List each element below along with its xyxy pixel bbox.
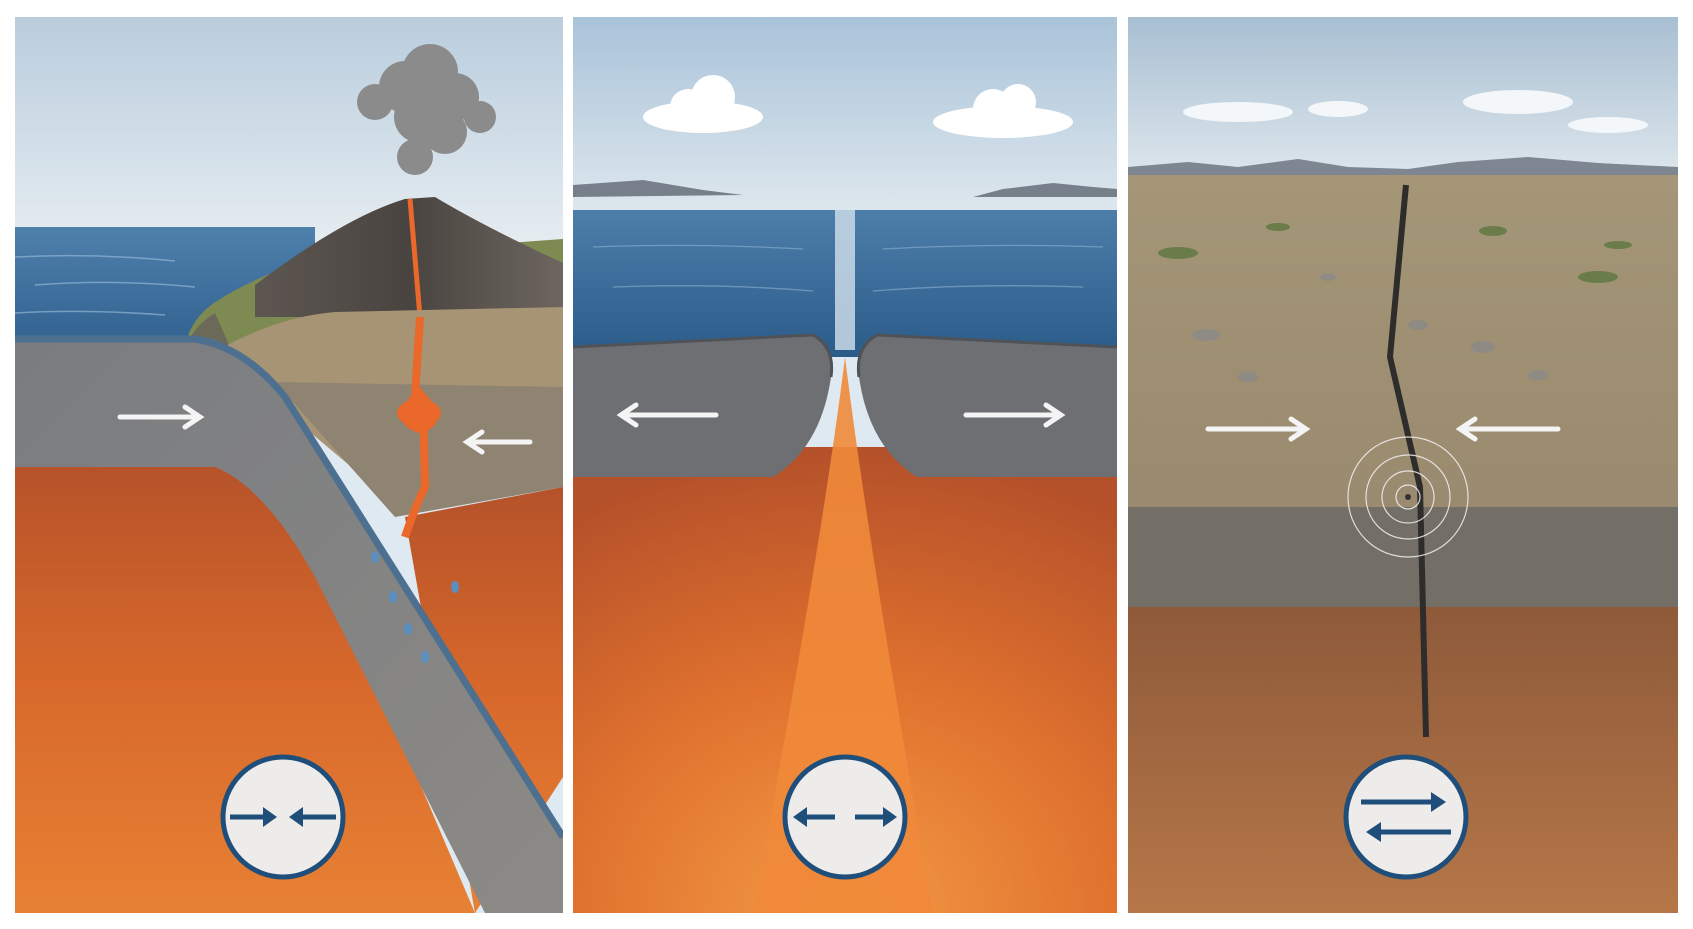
divergent-boundary-illustration (573, 17, 1117, 913)
fault-line (1386, 184, 1429, 738)
distant-hills (573, 180, 1117, 197)
left-arrow-icon (616, 402, 719, 428)
mantle (15, 459, 475, 913)
diverging-arrows-icon (782, 754, 908, 880)
distant-hills (1128, 157, 1678, 177)
convergent-boundary-panel (15, 17, 563, 913)
clouds (1183, 90, 1648, 133)
subducting-slab (15, 339, 563, 913)
shrubs (1158, 223, 1632, 283)
ash-cloud (357, 44, 496, 175)
opposing-arrows-icon (1343, 754, 1469, 880)
water-droplets (371, 551, 459, 663)
earthquake-focus-icon (1347, 436, 1469, 558)
sky (15, 17, 563, 247)
right-arrow-icon (117, 404, 205, 430)
left-arrow-icon (1455, 416, 1561, 442)
convergent-boundary-illustration (15, 17, 563, 913)
right-arrow-icon (1205, 416, 1311, 442)
sky (1128, 17, 1678, 177)
right-arrow-icon (963, 402, 1066, 428)
ridge-foam (835, 210, 855, 350)
plate-motion-arrows (117, 404, 533, 455)
clouds (643, 75, 1073, 138)
left-oceanic-plate (573, 335, 832, 477)
plate-motion-arrows (1205, 416, 1561, 442)
transform-boundary-panel (1128, 17, 1678, 913)
plate-motion-arrows (616, 402, 1066, 428)
right-oceanic-plate (858, 335, 1117, 477)
volcano (255, 197, 563, 317)
transform-boundary-illustration (1128, 17, 1678, 913)
rocks (1192, 273, 1548, 382)
left-arrow-icon (462, 429, 533, 455)
converging-arrows-icon (220, 754, 346, 880)
divergent-boundary-panel (573, 17, 1117, 913)
